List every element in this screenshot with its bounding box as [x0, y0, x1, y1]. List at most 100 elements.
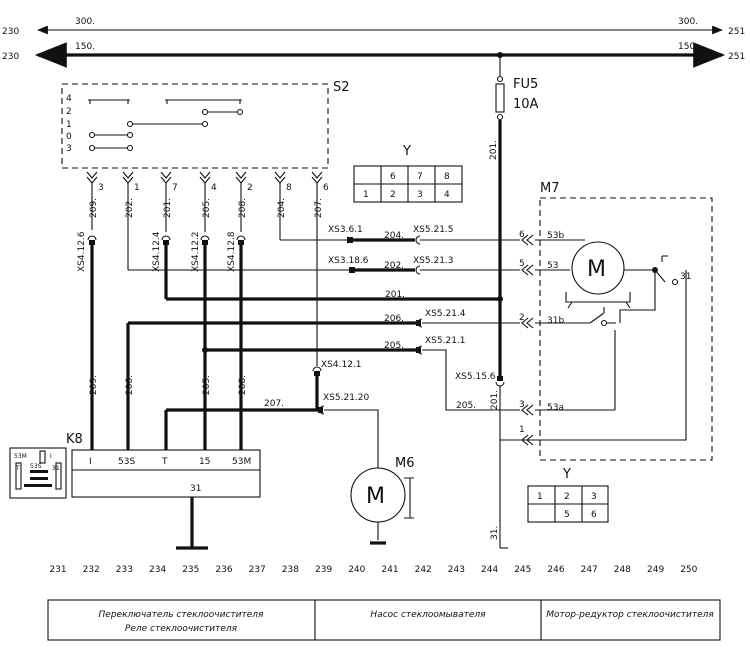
switch-pin-8: 8 — [286, 183, 292, 193]
grid-number: 240 — [348, 565, 365, 575]
plug-bottom-5: 5 — [564, 510, 570, 520]
plug-bottom-3: 3 — [591, 492, 597, 502]
conn-xs5-21-5: XS5.21.5 — [413, 225, 454, 235]
wire-201-low: 201. — [490, 390, 500, 410]
conn-xs5-21-20: XS5.21.20 — [323, 393, 370, 403]
wire-300-left: 300. — [75, 17, 95, 27]
plug-top-6: 6 — [390, 172, 396, 182]
motor-pin-3: 3 — [519, 400, 525, 410]
grid-number: 248 — [614, 565, 631, 575]
conn-xs4-12-1: XS4.12.1 — [321, 360, 362, 370]
wire-206-low: 206. — [125, 375, 135, 395]
wire-207-top: 207. — [314, 198, 324, 218]
conn-xs5-21-4: XS5.21.4 — [425, 309, 466, 319]
relay-ground-31: 31 — [190, 484, 201, 494]
wire-31: 31. — [490, 526, 500, 540]
plug-top-7: 7 — [417, 172, 423, 182]
wire-205-top: 205. — [202, 198, 212, 218]
legend-table — [47, 599, 721, 641]
wire-209-low: 209. — [89, 375, 99, 395]
relay-box — [71, 449, 261, 498]
switch-contacts — [88, 99, 244, 152]
wire-204-mid: 204. — [384, 231, 404, 241]
grid-number: 238 — [282, 565, 299, 575]
switch-pos-2: 2 — [66, 107, 72, 117]
relay-mini-i: I — [50, 453, 52, 460]
pump-motor-letter: M — [366, 484, 385, 509]
grid-number: 247 — [581, 565, 598, 575]
relay-term-t: T — [161, 457, 168, 467]
relay-name: K8 — [66, 432, 83, 447]
bus-right-label-300: 251 — [728, 27, 745, 37]
conn-xs4-12-2: XS4.12.2 — [191, 231, 201, 272]
wire-201-mid: 201. — [385, 290, 405, 300]
motor-pin-6: 6 — [519, 230, 525, 240]
grid-number: 249 — [647, 565, 664, 575]
conn-xs4-12-8: XS4.12.8 — [227, 231, 237, 272]
wire-205-low: 205. — [456, 401, 476, 411]
switch-box — [61, 83, 329, 169]
wire-205-mid: 205. — [384, 341, 404, 351]
connector-202 — [349, 265, 421, 275]
bus-right-label-150: 251 — [728, 52, 745, 62]
motor-mount — [565, 292, 631, 309]
grid-number: 233 — [116, 565, 133, 575]
grid-number: 242 — [415, 565, 432, 575]
plug-top-3: 3 — [417, 190, 423, 200]
conn-xs5-21-1: XS5.21.1 — [425, 336, 466, 346]
wire-300-right: 300. — [678, 17, 698, 27]
grid-number: 241 — [381, 565, 398, 575]
plug-bottom: Y 1 2 3 5 6 — [527, 467, 609, 523]
plug-top-4: 4 — [444, 190, 450, 200]
switch-pos-3: 3 — [66, 144, 72, 154]
motor-term-31: 31 — [680, 272, 691, 282]
conn-xs5-21-3: XS5.21.3 — [413, 256, 454, 266]
motor-pin-5: 5 — [519, 259, 525, 269]
grid-number: 234 — [149, 565, 166, 575]
motor-term-53: 53 — [547, 261, 558, 271]
connector-symbols-xs4 — [87, 235, 246, 245]
conn-xs5-15-6: XS5.15.6 — [455, 372, 496, 382]
motor-name: M7 — [540, 181, 560, 196]
motor-term-31b: 31b — [547, 316, 564, 326]
bus-left-label-150: 230 — [2, 52, 19, 62]
switch-pos-1: 1 — [66, 120, 72, 130]
relay-term-53m: 53M — [232, 457, 251, 467]
switch-pin-3: 3 — [98, 183, 104, 193]
bus-left-label-300: 230 — [2, 27, 19, 37]
grid-number: 236 — [215, 565, 232, 575]
motor-park-switch — [589, 307, 616, 324]
plug-bottom-1: 1 — [537, 492, 543, 502]
switch-pos-4: 4 — [66, 94, 72, 104]
pump-housing — [404, 477, 414, 519]
legend-pump: Насос стеклоомывателя — [370, 610, 486, 620]
pump-name: M6 — [395, 456, 415, 471]
plug-top-2: 2 — [390, 190, 396, 200]
plug-bottom-2: 2 — [564, 492, 570, 502]
wire-206-mid: 206. — [384, 314, 404, 324]
wire-204-top: 204. — [277, 198, 287, 218]
motor-pin-1: 1 — [519, 425, 525, 435]
wire-209-top: 209. — [89, 198, 99, 218]
wire-208-top: 208. — [238, 198, 248, 218]
wire-150-left: 150. — [75, 42, 95, 52]
plug-bottom-6: 6 — [591, 510, 597, 520]
relay-term-15: 15 — [199, 457, 210, 467]
grid-number: 244 — [481, 565, 498, 575]
switch-pin-2: 2 — [247, 183, 253, 193]
wire-205-k8: 205. — [202, 375, 212, 395]
grid-number: 235 — [182, 565, 199, 575]
grid-number: 231 — [49, 565, 66, 575]
legend-motor: Мотор-редуктор стеклоочистителя — [546, 610, 714, 620]
grid-number: 232 — [83, 565, 100, 575]
fuse-symbol — [495, 83, 505, 113]
plug-bottom-key: Y — [562, 467, 571, 482]
conn-xs4-12-6: XS4.12.6 — [77, 231, 87, 272]
wire-201-top: 201. — [163, 198, 173, 218]
relay-mini-53m: 53M — [14, 453, 27, 460]
relay-term-53s: 53S — [118, 457, 135, 467]
conn-xs3-18-6: XS3.18.6 — [328, 256, 369, 266]
conn-xs4-12-4: XS4.12.4 — [152, 231, 162, 272]
